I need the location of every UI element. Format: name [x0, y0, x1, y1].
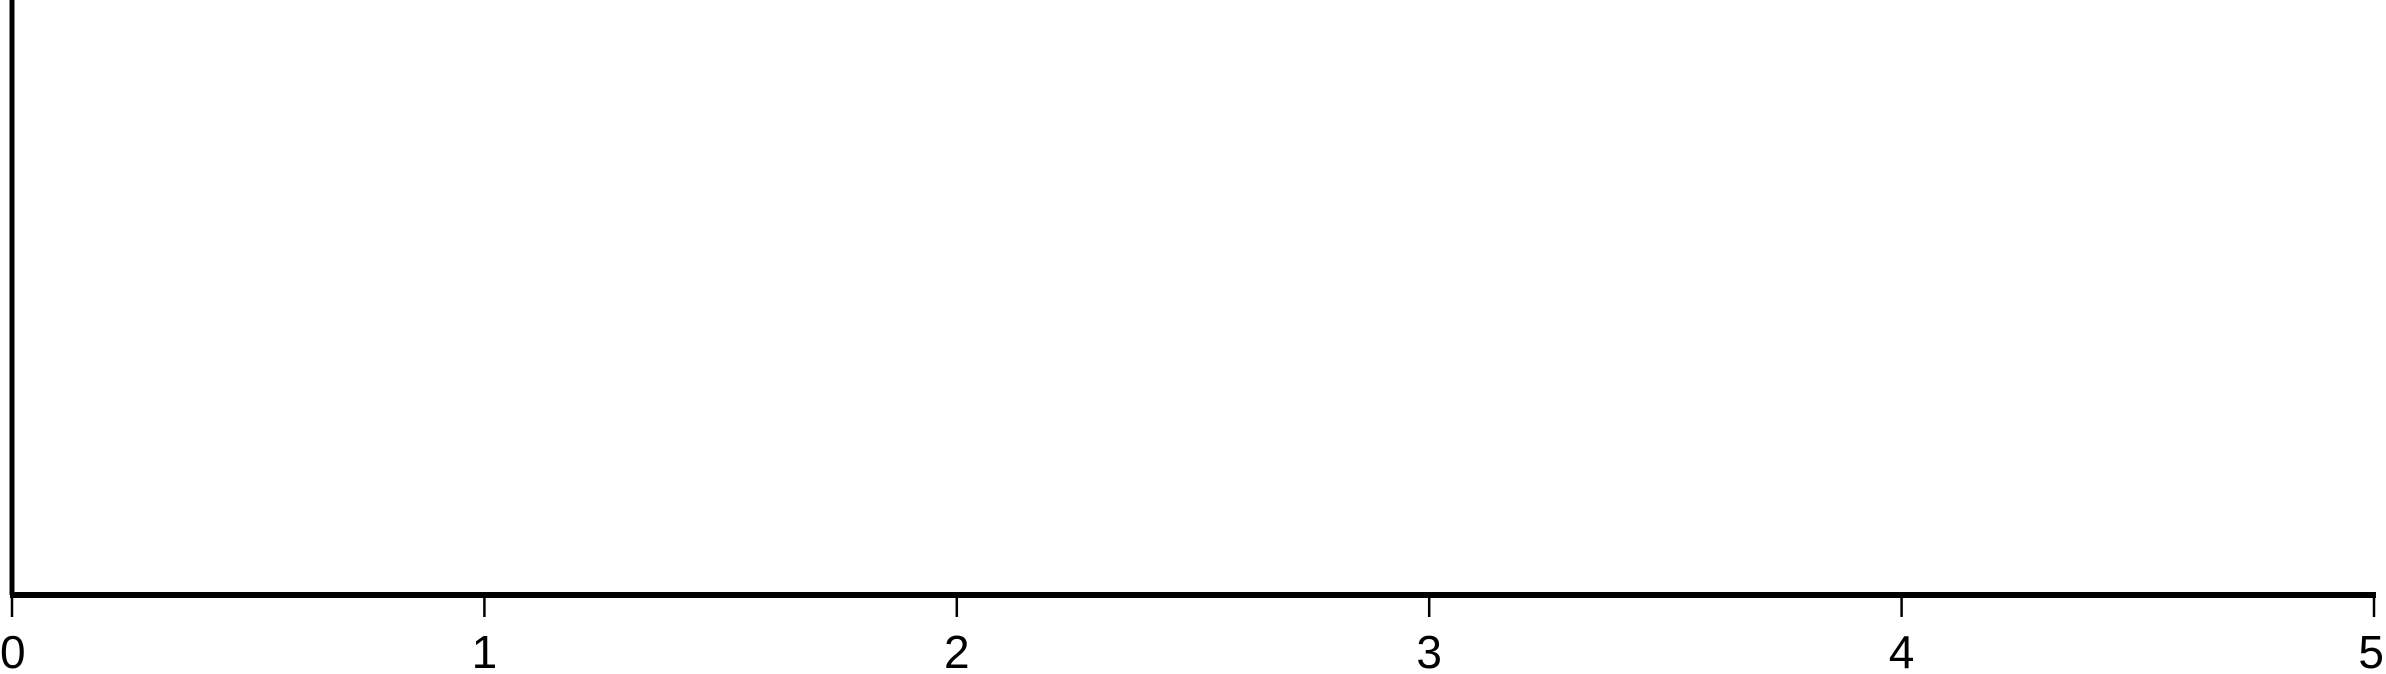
x-tick-label: 3: [1416, 626, 1442, 674]
x-axis-ticks: 0 1 2 3 4 5: [0, 595, 2384, 674]
x-tick-label: 5: [2358, 626, 2384, 674]
x-tick-label: 2: [944, 626, 970, 674]
x-tick-label: 0: [0, 626, 26, 674]
x-tick-label: 1: [472, 626, 498, 674]
x-tick-label: 4: [1889, 626, 1915, 674]
